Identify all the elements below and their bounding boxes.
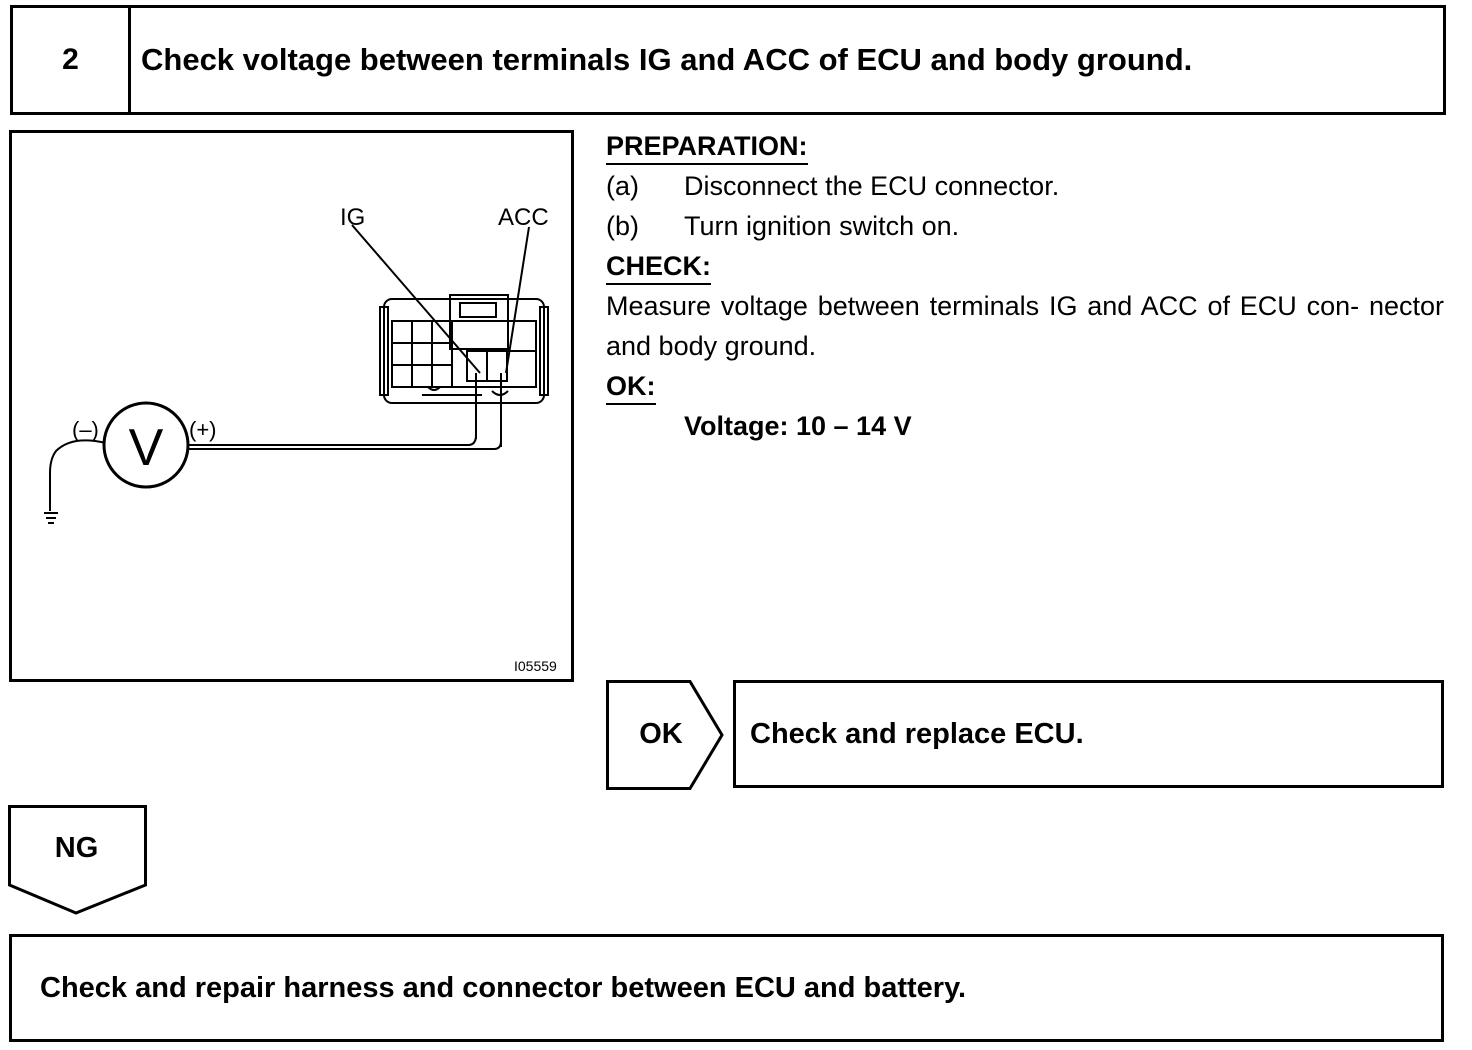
- ig-terminal-label: IG: [340, 204, 365, 231]
- ok-result-text: Check and replace ECU.: [750, 717, 1084, 750]
- voltmeter: V: [102, 401, 190, 489]
- ng-result-box: Check and repair harness and connector b…: [9, 934, 1444, 1042]
- negative-lead-label: (–): [72, 417, 99, 442]
- ok-heading: OK:: [606, 369, 656, 405]
- diagram-canvas: V IG ACC (–) (+) I05559: [44, 204, 557, 674]
- step-letter: (a): [606, 171, 639, 201]
- figure-id: I05559: [514, 658, 557, 674]
- ok-tag-shape: [606, 680, 724, 790]
- voltage-spec: Voltage: 10 – 14 V: [684, 411, 912, 441]
- positive-lead-label: (+): [189, 417, 217, 442]
- ecu-connector: [379, 294, 549, 404]
- voltage-check-diagram: V IG ACC (–) (+) I05559: [9, 130, 574, 682]
- ng-label: NG: [54, 831, 99, 864]
- step-title: Check voltage between terminals IG and A…: [141, 42, 1193, 77]
- step-letter: (b): [606, 211, 639, 241]
- step-header: 2 Check voltage between terminals IG and…: [10, 5, 1446, 115]
- probe-leads: [44, 224, 530, 524]
- check-heading: CHECK:: [606, 249, 711, 285]
- acc-terminal-label: ACC: [498, 204, 549, 231]
- step-text: Disconnect the ECU connector.: [684, 171, 1060, 201]
- step-text: Turn ignition switch on.: [684, 211, 960, 241]
- ok-label: OK: [639, 717, 683, 750]
- ok-result-box: Check and replace ECU.: [733, 680, 1444, 788]
- check-text: Measure voltage between terminals IG and…: [606, 291, 1444, 361]
- step-number: 2: [13, 8, 131, 112]
- instructions: PREPARATION: (a) Disconnect the ECU conne…: [606, 126, 1444, 446]
- ng-result-text: Check and repair harness and connector b…: [40, 971, 967, 1004]
- preparation-step: (b) Turn ignition switch on.: [606, 206, 1444, 246]
- ng-tag-shape: [8, 805, 147, 915]
- preparation-heading: PREPARATION:: [606, 129, 808, 165]
- voltmeter-symbol: V: [129, 419, 164, 477]
- preparation-step: (a) Disconnect the ECU connector.: [606, 166, 1444, 206]
